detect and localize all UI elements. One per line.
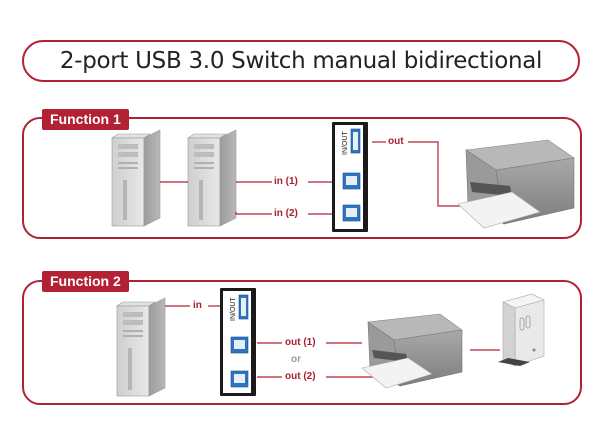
diagram-title: 2-port USB 3.0 Switch manual bidirection…	[59, 48, 543, 74]
pc-tower-2-icon	[187, 129, 237, 227]
function1-panel	[22, 117, 582, 239]
out-2-label: out (2)	[285, 371, 316, 382]
in-label: in	[193, 300, 202, 311]
title-box: 2-port USB 3.0 Switch manual bidirection…	[22, 40, 580, 82]
port-inout-label-2: IN/OUT	[230, 297, 237, 321]
port-inout-label: IN/OUT	[342, 131, 349, 155]
function2-label: Function 2	[42, 271, 129, 292]
function2-cables	[165, 305, 500, 378]
out-1-label: out (1)	[285, 337, 316, 348]
external-drive-icon	[498, 293, 545, 367]
function2-panel	[22, 280, 582, 405]
printer-2-icon	[361, 313, 463, 389]
printer-1-icon	[457, 139, 575, 229]
function1-label: Function 1	[42, 109, 129, 130]
usb-switch-1: IN/OUT 1 2	[332, 122, 368, 232]
in-2-label: in (2)	[274, 208, 298, 219]
pc-tower-1-icon	[111, 129, 161, 227]
or-label: or	[291, 354, 301, 365]
pc-tower-3-icon	[116, 297, 166, 397]
in-1-label: in (1)	[274, 176, 298, 187]
out-label: out	[388, 136, 404, 147]
usb-switch-2: IN/OUT 1 2	[220, 288, 256, 396]
